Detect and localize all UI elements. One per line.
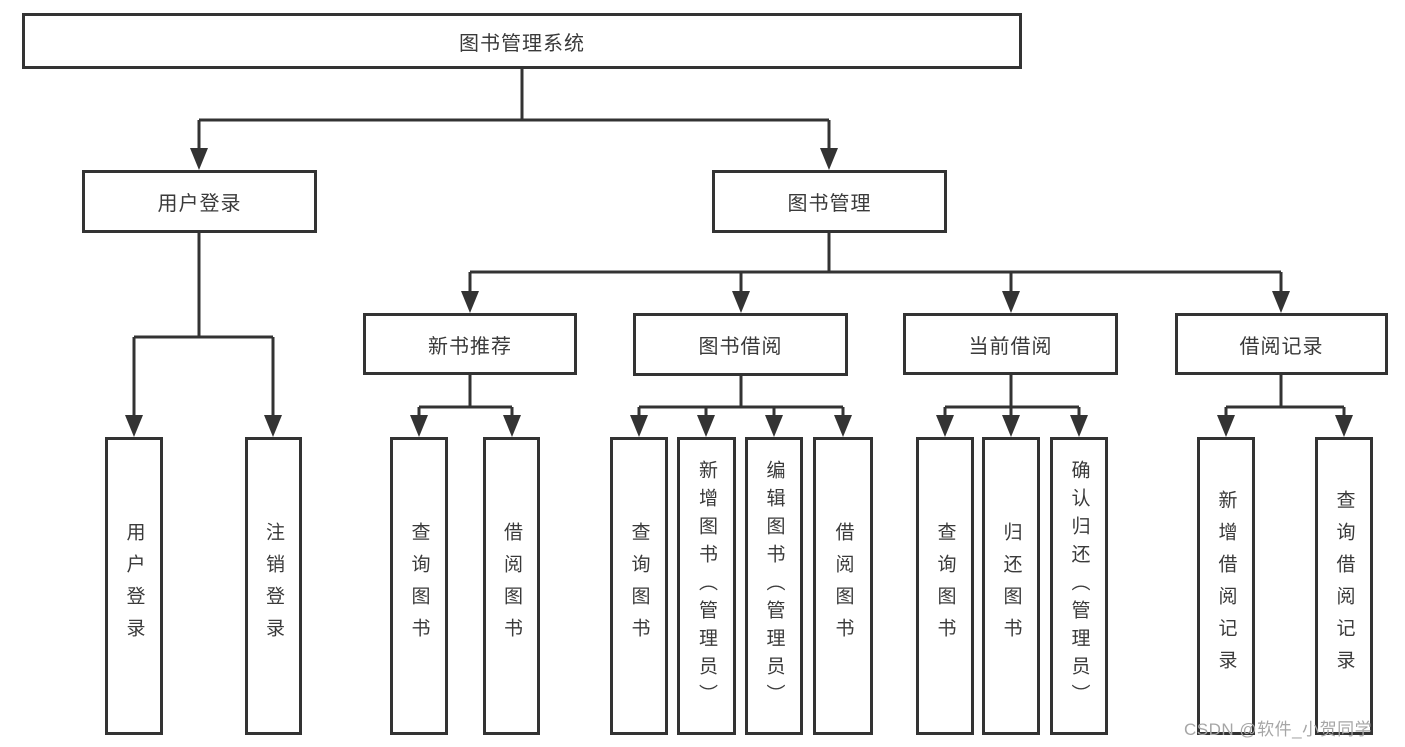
node-label: 新增图书（管理员） xyxy=(696,460,717,712)
arrowhead xyxy=(503,415,521,437)
connector-root xyxy=(197,69,831,150)
node-label: 确认归还（管理员） xyxy=(1068,460,1090,712)
node-label: 当前借阅 xyxy=(968,335,1053,358)
node-label: 图书管理 xyxy=(787,193,872,215)
arrowhead xyxy=(410,415,428,437)
arrowhead xyxy=(1070,415,1088,437)
arrowhead xyxy=(125,415,143,437)
node-new-book-recommend: 新书推荐 xyxy=(363,313,577,375)
node-query-books-current: 查询图书 xyxy=(916,437,974,735)
arrowhead xyxy=(1272,291,1290,313)
node-current-borrowing: 当前借阅 xyxy=(903,313,1118,375)
node-label: 用户登录 xyxy=(157,193,242,215)
connector-borrow-records xyxy=(1224,375,1346,417)
node-label: 用户登录 xyxy=(123,522,145,650)
node-query-books-borrowing: 查询图书 xyxy=(610,437,668,735)
arrowhead xyxy=(190,148,208,170)
connector-user-login xyxy=(132,233,275,417)
node-label: 新增借阅记录 xyxy=(1215,490,1237,682)
node-label: 查询图书 xyxy=(628,522,650,650)
node-label: 新书推荐 xyxy=(428,335,512,358)
node-label: 借阅图书 xyxy=(832,522,854,650)
node-confirm-return-admin: 确认归还（管理员） xyxy=(1050,437,1108,735)
node-borrow-records: 借阅记录 xyxy=(1175,313,1388,375)
node-label: 查询图书 xyxy=(408,522,430,650)
arrowhead xyxy=(1217,415,1235,437)
node-label: 编辑图书（管理员） xyxy=(763,460,785,712)
node-label: 注销登录 xyxy=(263,522,284,650)
connector-book-management xyxy=(468,233,1283,293)
arrowhead xyxy=(834,415,852,437)
arrowhead xyxy=(765,415,783,437)
arrowhead xyxy=(264,415,282,437)
connector-book-borrowing xyxy=(637,375,845,417)
csdn-watermark: CSDN @软件_小贺同学 xyxy=(1184,720,1373,739)
node-borrow-books-recommend: 借阅图书 xyxy=(483,437,540,735)
node-add-book-admin: 新增图书（管理员） xyxy=(677,437,736,735)
connector-new-book-recommend xyxy=(417,375,514,417)
node-label: 查询图书 xyxy=(934,522,956,650)
arrowhead xyxy=(697,415,715,437)
arrowhead xyxy=(630,415,648,437)
node-label: 借阅记录 xyxy=(1239,335,1324,358)
node-label: 查询借阅记录 xyxy=(1333,490,1355,682)
arrowhead xyxy=(936,415,954,437)
node-query-books-recommend: 查询图书 xyxy=(390,437,448,735)
node-user-login-branch: 用户登录 xyxy=(82,170,317,233)
node-user-login: 用户登录 xyxy=(105,437,163,735)
connector-current-borrowing xyxy=(943,375,1081,417)
node-add-borrow-record: 新增借阅记录 xyxy=(1197,437,1255,735)
node-book-management-branch: 图书管理 xyxy=(712,170,947,233)
arrowhead xyxy=(732,291,750,313)
arrowhead xyxy=(820,148,838,170)
node-book-borrowing: 图书借阅 xyxy=(633,313,848,376)
node-label: 图书借阅 xyxy=(698,336,783,358)
node-return-books: 归还图书 xyxy=(982,437,1040,735)
node-edit-book-admin: 编辑图书（管理员） xyxy=(745,437,803,735)
node-library-management-system: 图书管理系统 xyxy=(22,13,1022,69)
arrowhead xyxy=(1335,415,1353,437)
node-label: 归还图书 xyxy=(1000,522,1022,650)
node-label: 图书管理系统 xyxy=(459,32,585,55)
arrowhead xyxy=(1002,291,1020,313)
arrowheads xyxy=(125,148,1353,437)
arrowhead xyxy=(1002,415,1020,437)
node-logout: 注销登录 xyxy=(245,437,302,735)
node-query-borrow-record: 查询借阅记录 xyxy=(1315,437,1373,735)
node-label: 借阅图书 xyxy=(501,522,522,650)
arrowhead xyxy=(461,291,479,313)
node-borrow-books-borrowing: 借阅图书 xyxy=(813,437,873,735)
